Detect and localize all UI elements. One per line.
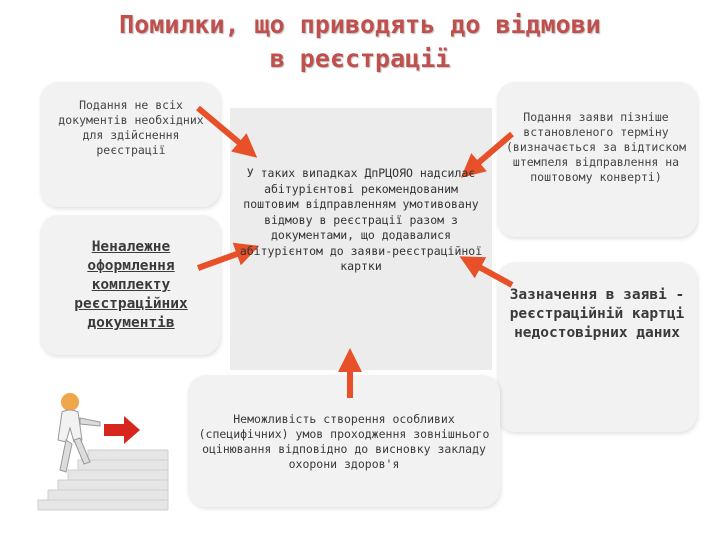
box-bottom (188, 375, 500, 507)
box-top-left (40, 82, 220, 207)
figure-on-stairs-icon (37, 393, 169, 511)
text-top-right: Подання заяви пізніше встановленого терм… (505, 110, 686, 184)
arrow-icon (196, 242, 260, 271)
arrow-icon (459, 256, 514, 288)
title-line-2: в реєстрації (269, 44, 451, 73)
text-bottom: Неможливість створення особливих (специф… (198, 412, 490, 471)
box-mid-left (40, 215, 220, 355)
text-top-left: Подання не всіх документів необхідних дл… (58, 98, 204, 157)
box-top-right (497, 82, 697, 237)
text-mid-right: Зазначення в заяві - реєстраційній картц… (509, 287, 685, 341)
title-line-1: Помилки, що приводять до відмови (119, 10, 601, 39)
arrow-icon (196, 105, 258, 158)
text-mid-left: Неналежне оформлення комплекту реєстраці… (74, 239, 188, 331)
arrow-icon (460, 131, 514, 178)
box-center (230, 108, 492, 370)
box-mid-right (497, 262, 697, 432)
text-center: У таких випадках ДпРЦОЯО надсилає абітур… (239, 166, 483, 273)
page-title: Помилки, що приводять до відмови в реєст… (60, 8, 660, 76)
